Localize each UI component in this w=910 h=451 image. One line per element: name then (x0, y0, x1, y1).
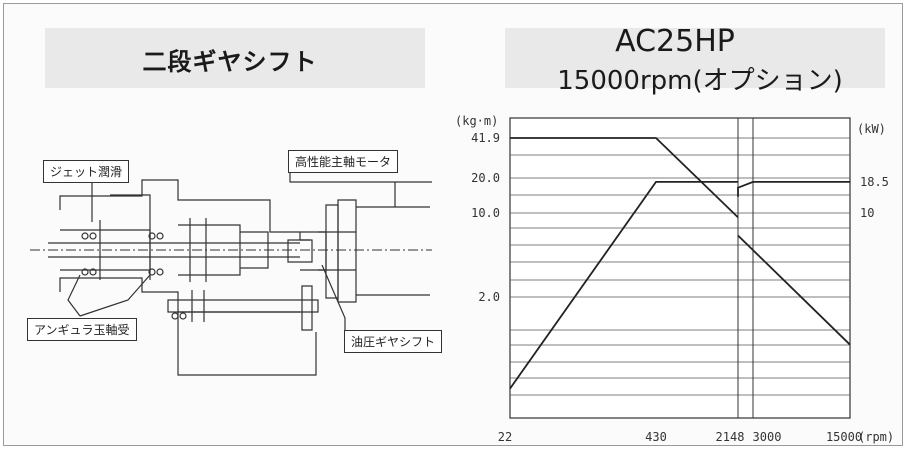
left-title-band (45, 28, 425, 88)
hydraulic-shift-label: 油圧ギヤシフト (344, 330, 443, 353)
angular-bearing-label: アンギュラ玉軸受 (27, 318, 137, 341)
y-tick-right: 10 (860, 206, 874, 220)
series-line-1 (737, 234, 851, 346)
x-tick: 430 (645, 430, 667, 444)
ylabel-left: (kg·m) (455, 114, 498, 128)
ylabel-right: (kW) (857, 122, 886, 136)
series-line-2 (509, 181, 738, 390)
x-tick: 2148 (716, 430, 745, 444)
jet-lube-label: ジェット潤滑 (43, 160, 130, 183)
y-tick-left: 20.0 (471, 171, 500, 185)
series-line-0 (510, 137, 739, 219)
motor-subtitle: 15000rpm(オプション) (557, 66, 843, 96)
spindle-diagram (30, 170, 432, 376)
gear-shift-title: 二段ギヤシフト (142, 48, 318, 76)
series-line-3 (737, 181, 850, 197)
y-tick-right: 18.5 (860, 175, 889, 189)
motor-title: AC25HP (615, 24, 735, 59)
x-tick: 3000 (753, 430, 782, 444)
x-tick: 22 (498, 430, 512, 444)
y-tick-left: 2.0 (478, 290, 500, 304)
y-tick-left: 10.0 (471, 206, 500, 220)
right-title-band (505, 28, 885, 88)
y-tick-left: 41.9 (471, 131, 500, 145)
x-tick: 15000 (826, 430, 862, 444)
xlabel: (rpm) (858, 430, 894, 444)
plot-area (509, 117, 851, 419)
spindle-motor-label: 高性能主軸モータ (288, 150, 399, 173)
